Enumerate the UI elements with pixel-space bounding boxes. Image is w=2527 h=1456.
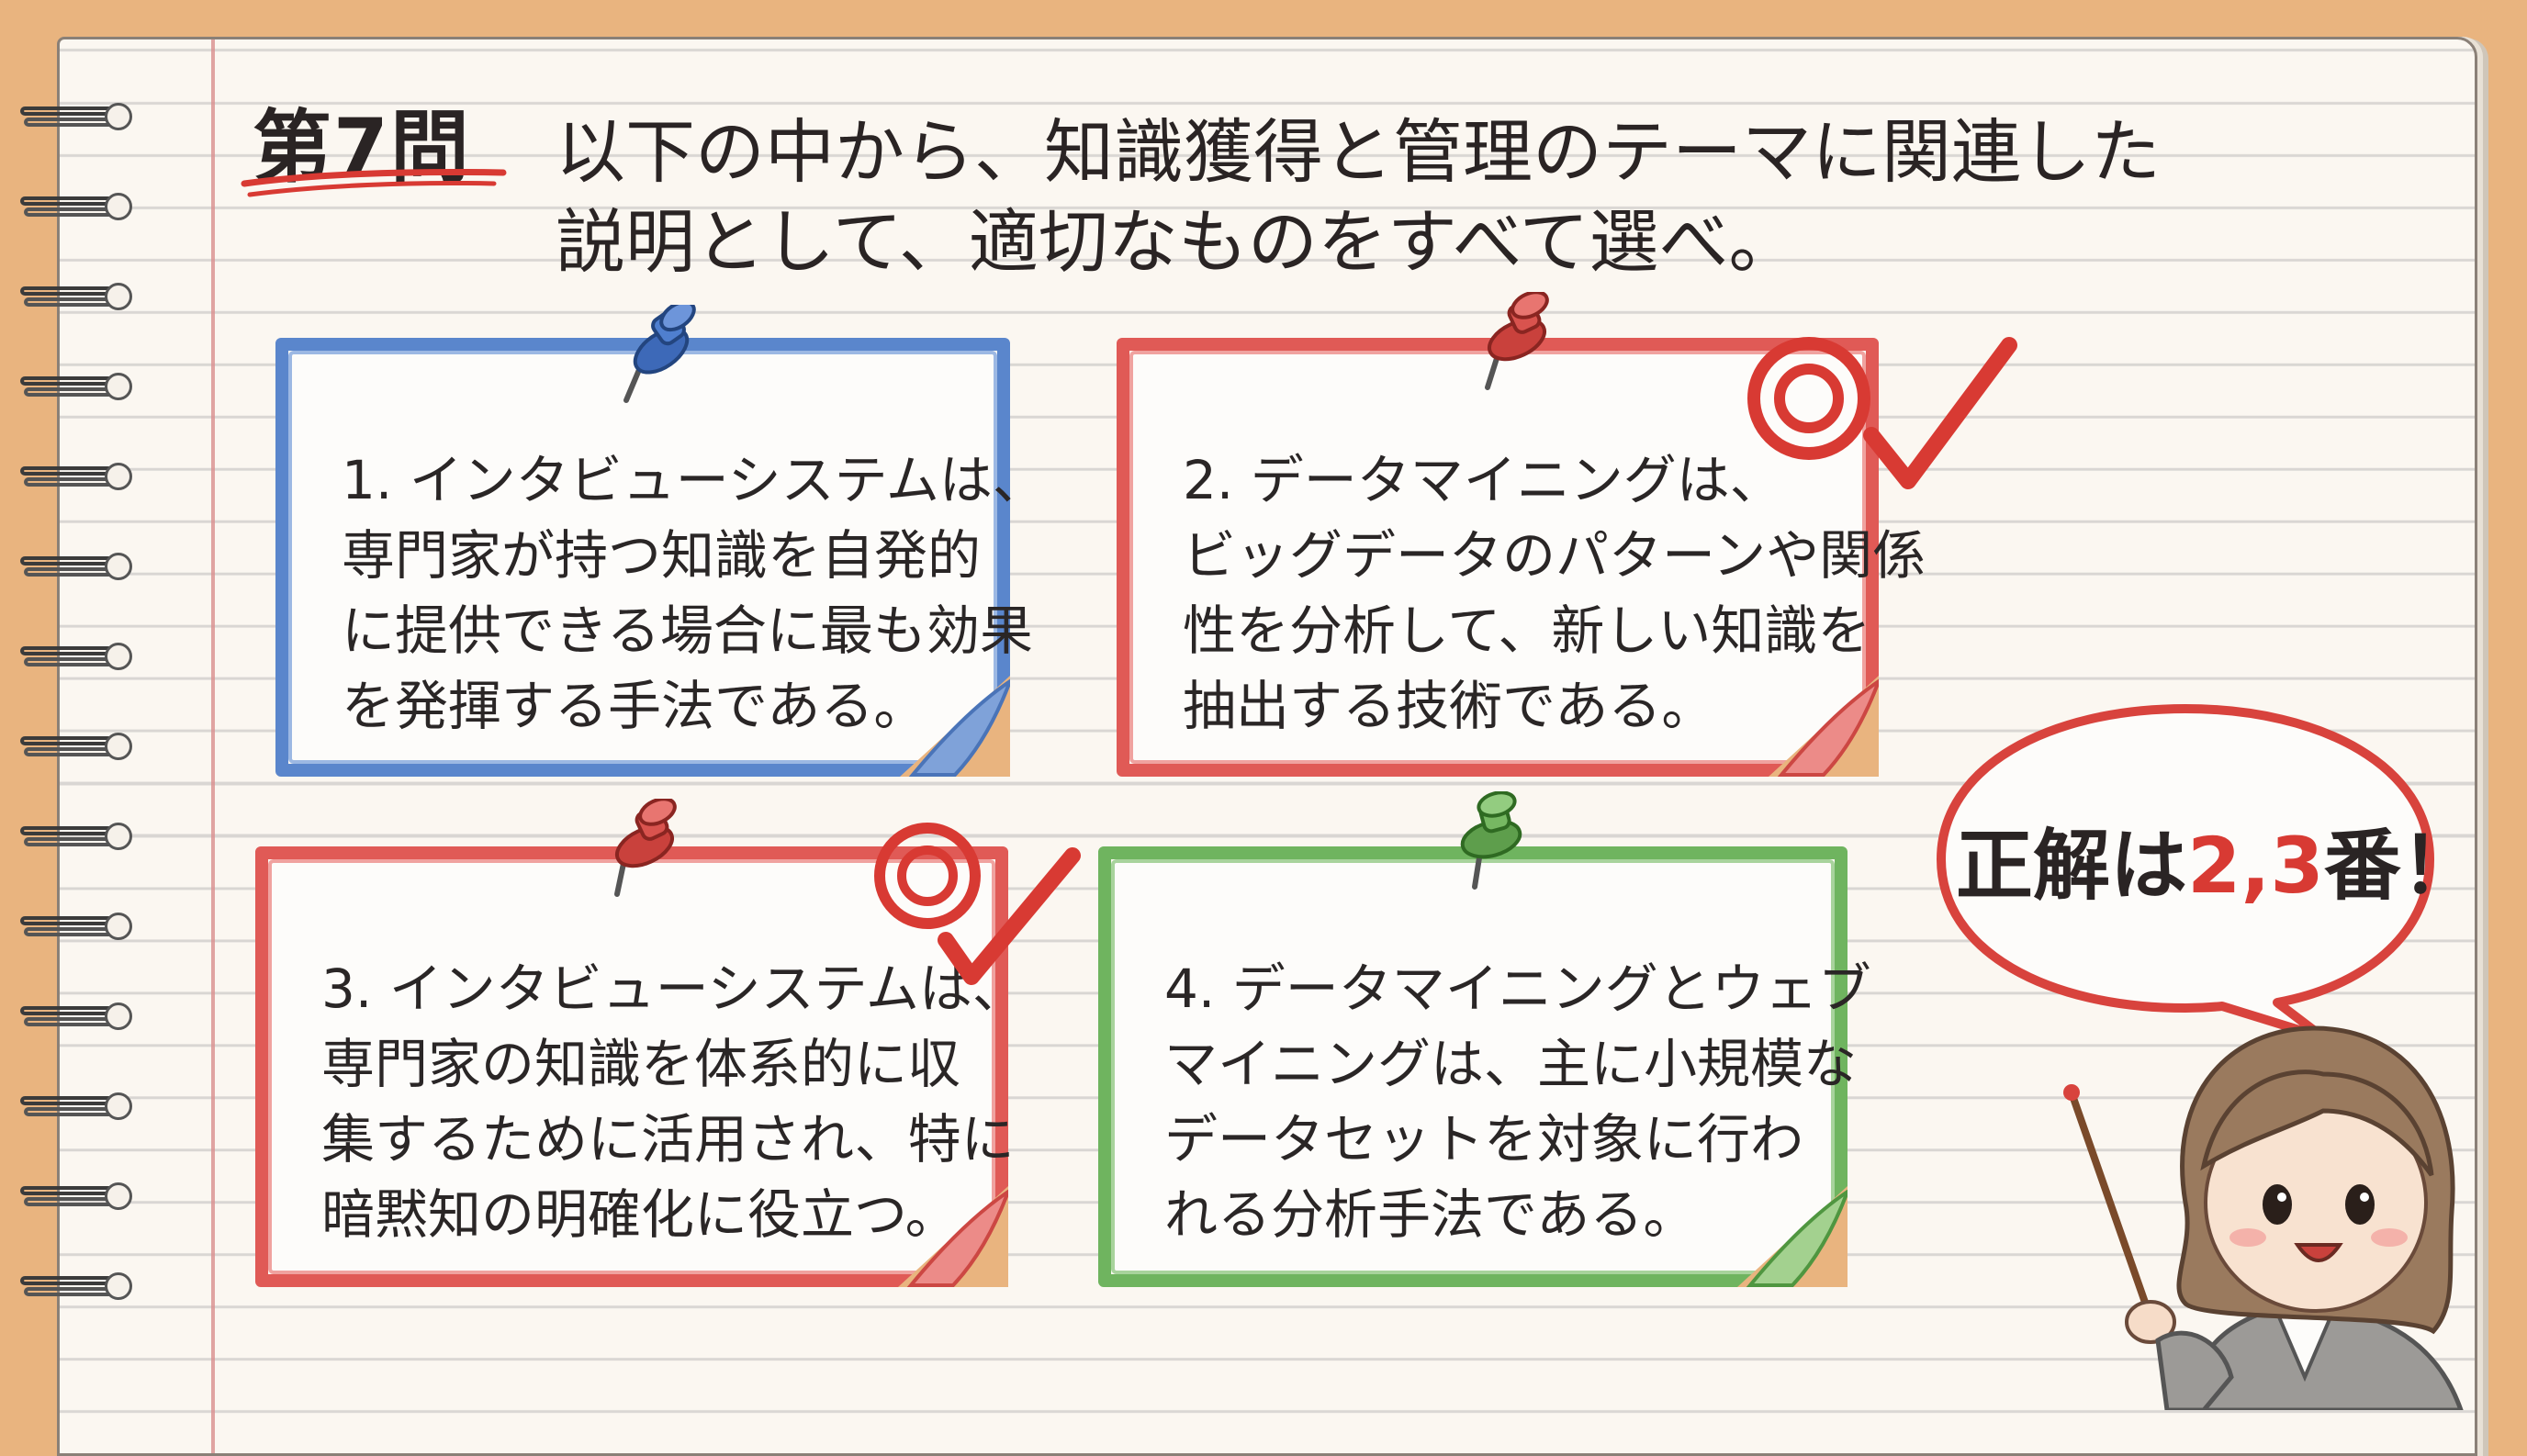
spiral-ring-icon: [17, 909, 136, 946]
spiral-ring-icon: [17, 639, 136, 676]
option-4-text: 4. データマイニングとウェブ マイニングは、主に小規模な データセットを対象に…: [1164, 951, 1871, 1252]
page-curl-icon: [898, 1186, 1008, 1287]
teacher-character-illustration: [2063, 1025, 2464, 1410]
option-2-line: 抽出する技術である。: [1183, 675, 1715, 737]
spiral-binding: [17, 99, 136, 1430]
correct-circle-check-icon: [1747, 337, 2017, 489]
red-pushpin-icon: [1485, 292, 1549, 390]
spiral-ring-icon: [17, 1179, 136, 1215]
margin-line: [211, 39, 215, 1453]
option-card-3[interactable]: 3. インタビューシステムは、 専門家の知識を体系的に収 集するために活用され、…: [255, 846, 1026, 1287]
question-text-line-1: 以下の中から、知識獲得と管理のテーマに関連した: [556, 111, 2161, 193]
option-card-1[interactable]: 1. インタビューシステムは、 専門家が持つ知識を自発的 に提供できる場合に最も…: [275, 338, 1046, 777]
option-card-2[interactable]: 2. データマイニングは、 ビッグデータのパターンや関係 性を分析して、新しい知…: [1117, 338, 1926, 777]
option-2-line: 性を分析して、新しい知識を: [1183, 599, 1871, 662]
answer-value: 2,3: [2187, 821, 2324, 911]
spiral-ring-icon: [17, 1089, 136, 1126]
page-curl-icon: [1769, 676, 1879, 777]
spiral-ring-icon: [17, 459, 136, 496]
option-3-line: 3. インタビューシステムは、: [321, 958, 1026, 1020]
page-curl-icon: [1737, 1186, 1848, 1287]
spiral-ring-icon: [17, 999, 136, 1036]
option-4-line: データセットを対象に行わ: [1164, 1108, 1804, 1170]
option-1-text: 1. インタビューシステムは、 専門家が持つ知識を自発的 に提供できる場合に最も…: [342, 442, 1046, 744]
option-1-line: を発揮する手法である。: [342, 675, 927, 737]
page-curl-icon: [900, 676, 1010, 777]
option-1-line: 専門家が持つ知識を自発的: [342, 524, 982, 587]
green-pushpin-icon: [1460, 791, 1522, 890]
option-1-line: に提供できる場合に最も効果: [342, 599, 1033, 662]
option-4-line: 4. データマイニングとウェブ: [1164, 958, 1871, 1020]
question-text-line-2: 説明として、適切なものをすべて選べ。: [556, 201, 1799, 283]
answer-prefix: 正解は: [1956, 821, 2188, 911]
spiral-ring-icon: [17, 369, 136, 406]
spiral-ring-icon: [17, 279, 136, 316]
option-1-line: 1. インタビューシステムは、: [342, 449, 1046, 511]
question-number-underline: [241, 169, 507, 197]
option-3-line: 集するために活用され、特に: [321, 1108, 1015, 1170]
option-3-line: 専門家の知識を体系的に収: [321, 1033, 961, 1095]
answer-text: 正解は2,3番！: [1956, 804, 2478, 915]
option-4-line: れる分析手法である。: [1164, 1183, 1697, 1246]
red-pushpin-icon: [614, 799, 677, 897]
spiral-ring-icon: [17, 99, 136, 136]
option-4-line: マイニングは、主に小規模な: [1164, 1033, 1858, 1095]
blue-pushpin-icon: [623, 305, 696, 403]
spiral-ring-icon: [17, 729, 136, 766]
spiral-ring-icon: [17, 1269, 136, 1305]
option-3-line: 暗黙知の明確化に役立つ。: [321, 1183, 959, 1246]
spiral-ring-icon: [17, 189, 136, 226]
option-card-4[interactable]: 4. データマイニングとウェブ マイニングは、主に小規模な データセットを対象に…: [1098, 846, 1871, 1287]
correct-circle-check-icon: [874, 823, 1081, 985]
option-2-text: 2. データマイニングは、 ビッグデータのパターンや関係 性を分析して、新しい知…: [1183, 442, 1926, 744]
answer-suffix: 番！: [2323, 821, 2478, 911]
option-2-line: ビッグデータのパターンや関係: [1183, 524, 1926, 587]
speech-bubble: [1937, 704, 2434, 1042]
option-3-text: 3. インタビューシステムは、 専門家の知識を体系的に収 集するために活用され、…: [321, 951, 1026, 1252]
option-2-line: 2. データマイニングは、: [1183, 449, 1783, 511]
spiral-ring-icon: [17, 819, 136, 856]
spiral-ring-icon: [17, 549, 136, 586]
